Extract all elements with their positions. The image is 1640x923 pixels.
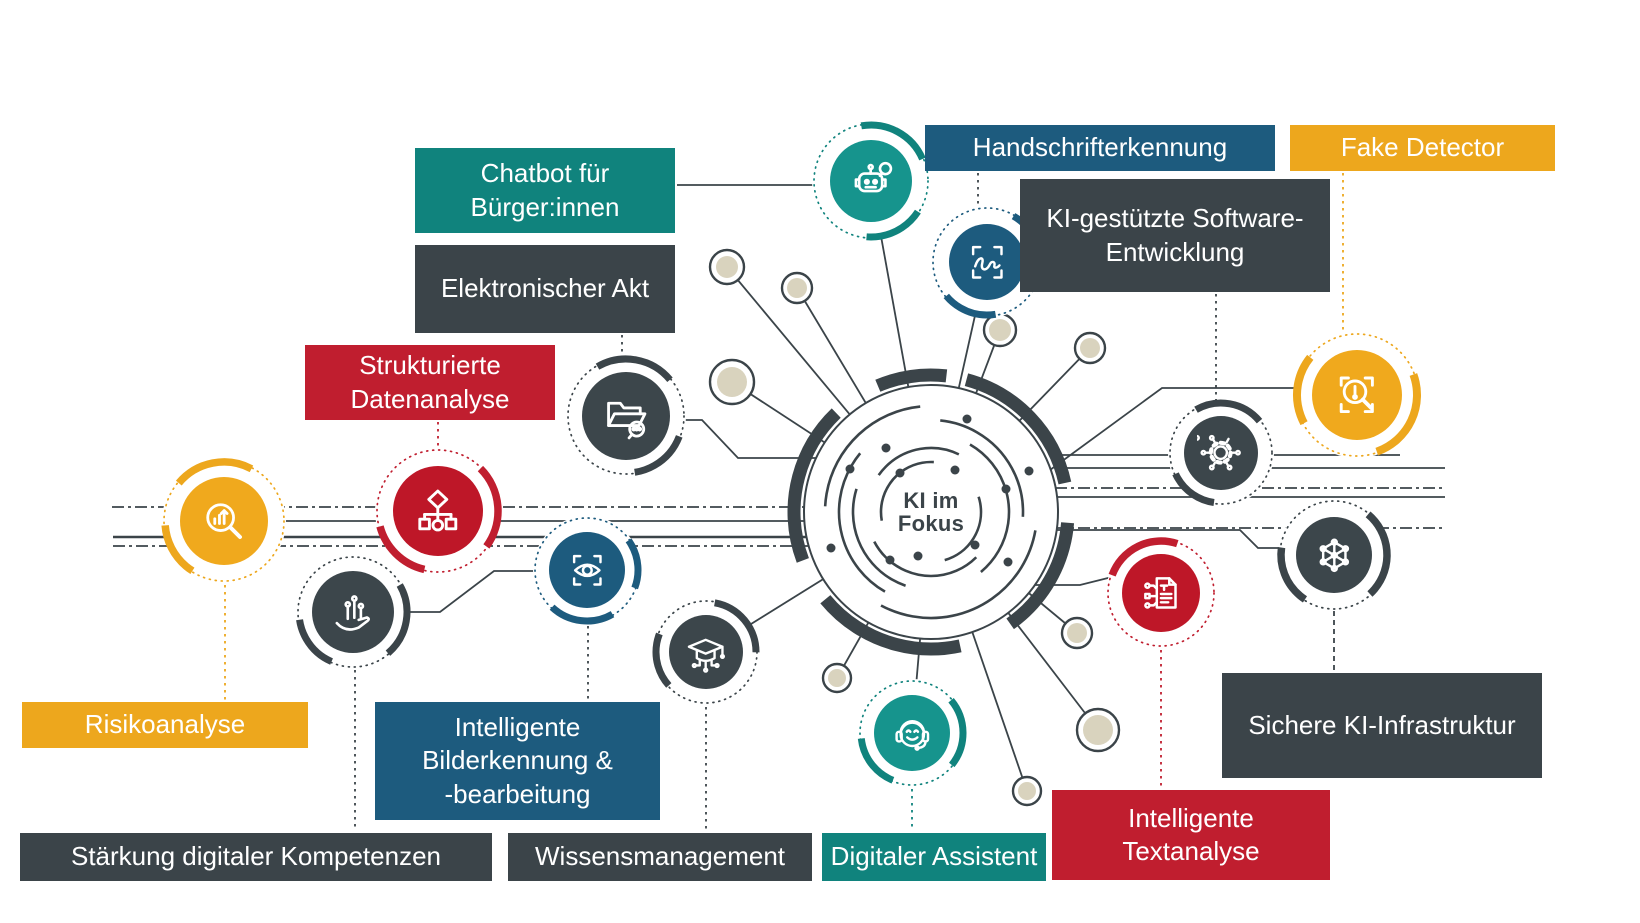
- node: [1060, 616, 1094, 650]
- hub-arc-dots: [826, 414, 1034, 567]
- label-staerkung-kompetenzen: Stärkung digitaler Kompetenzen: [20, 833, 492, 881]
- label-wissensmanagement: Wissensmanagement: [508, 833, 812, 881]
- node: [708, 358, 756, 406]
- flowchart-data-icon: [393, 466, 483, 556]
- label-elektronischer-akt: Elektronischer Akt: [415, 245, 675, 333]
- label-chatbot: Chatbot für Bürger:innen: [415, 148, 675, 233]
- label-digitaler-assistent: Digitaler Assistent: [822, 833, 1046, 881]
- label-handschrifterkennung: Handschrifterkennung: [925, 125, 1275, 171]
- chatbot-icon: [830, 140, 912, 222]
- ki-infrastructure-network-icon: [1296, 517, 1372, 593]
- label-risikoanalyse: Risikoanalyse: [22, 702, 308, 748]
- fake-detector-magnifier-icon: [1312, 350, 1402, 440]
- node: [780, 271, 814, 305]
- node: [1073, 331, 1107, 365]
- handwriting-recognition-icon: [949, 224, 1025, 300]
- node: [1011, 775, 1043, 807]
- node: [708, 248, 746, 286]
- label-sichere-ki-infrastruktur: Sichere KI-Infrastruktur: [1222, 673, 1542, 778]
- assistant-headset-icon: [874, 695, 950, 771]
- box-icon-connectors: [224, 173, 1344, 831]
- hand-circuit-icon: [312, 571, 394, 653]
- image-recognition-eye-icon: [549, 532, 625, 608]
- software-gear-icon: [1184, 416, 1258, 490]
- circuit-nodes: [708, 248, 1121, 807]
- label-strukturierte-datenanalyse: Strukturierte Datenanalyse: [305, 345, 555, 420]
- node: [821, 662, 853, 694]
- text-analysis-document-icon: [1122, 554, 1200, 632]
- node: [1075, 707, 1121, 753]
- label-ki-software: KI-gestützte Software- Entwicklung: [1020, 179, 1330, 292]
- electronic-file-folder-icon: [582, 372, 670, 460]
- hub-title: KI im Fokus: [897, 487, 965, 536]
- digital-competence-graduation-icon: [669, 615, 743, 689]
- label-intelligente-textanalyse: Intelligente Textanalyse: [1052, 790, 1330, 880]
- risk-chart-magnifier-icon: [180, 477, 268, 565]
- label-bilderkennung: Intelligente Bilderkennung & -bearbeitun…: [375, 702, 660, 820]
- node: [982, 312, 1018, 348]
- label-fake-detector: Fake Detector: [1290, 125, 1555, 171]
